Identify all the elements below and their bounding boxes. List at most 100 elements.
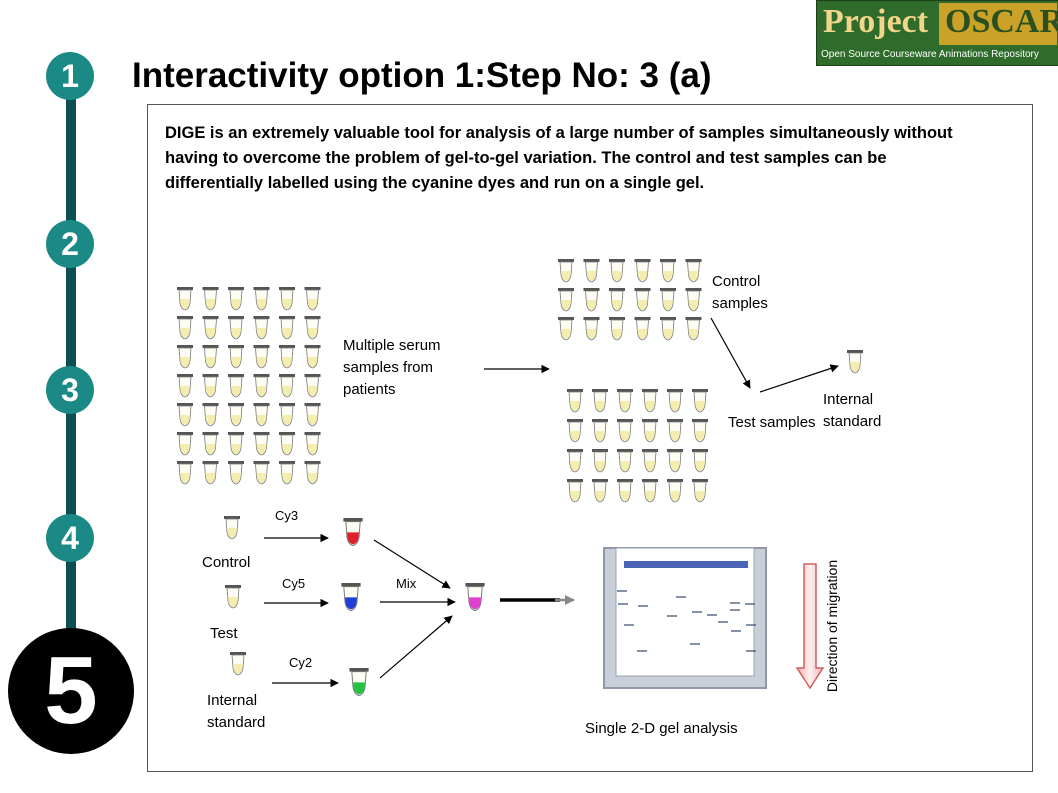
sample-tube <box>279 287 295 311</box>
internal-standard-tube <box>847 350 863 374</box>
cy5-labelled-tube <box>341 583 361 612</box>
control-tube <box>558 288 574 312</box>
sample-tube <box>279 461 295 485</box>
control-tube <box>685 259 702 283</box>
sample-tube <box>253 345 270 369</box>
step-4-button[interactable]: 4 <box>46 514 94 562</box>
control-tube <box>634 259 651 283</box>
control-tube <box>558 259 574 283</box>
mix-label: Mix <box>396 576 417 591</box>
sample-tube <box>279 432 295 456</box>
control-label: Control <box>202 554 251 571</box>
test-tube <box>667 419 683 443</box>
control-tube <box>685 288 702 312</box>
sample-tube <box>202 316 219 340</box>
page-title: Interactivity option 1:Step No: 3 (a) <box>132 56 712 95</box>
sample-tube <box>202 432 219 456</box>
patient-samples-grid <box>177 287 321 485</box>
sample-tube <box>253 432 270 456</box>
sample-tube <box>253 316 270 340</box>
sample-tube <box>253 287 270 311</box>
test-tube <box>692 479 708 503</box>
control-samples-grid <box>558 259 702 341</box>
sample-tube <box>228 287 244 311</box>
sample-tube <box>228 432 244 456</box>
gel-caption: Single 2-D gel analysis <box>585 720 738 737</box>
cy3-label: Cy3 <box>275 508 299 523</box>
migration-arrow-icon <box>795 563 825 690</box>
internal-standard-tube <box>230 652 246 676</box>
control-tube <box>583 288 600 312</box>
test-tube <box>692 419 708 443</box>
cy2-labelled-tube <box>349 668 369 697</box>
test-tube <box>642 479 658 503</box>
control-tube <box>660 317 676 341</box>
test-tube <box>642 389 658 413</box>
step-2-button[interactable]: 2 <box>46 220 94 268</box>
test-tube <box>692 449 708 473</box>
cy2-label: Cy2 <box>289 655 313 670</box>
sample-tube <box>304 403 321 427</box>
test-tube <box>617 449 633 473</box>
sample-tube <box>253 374 270 398</box>
step-1-button[interactable]: 1 <box>46 52 94 100</box>
step-3-button[interactable]: 3 <box>46 366 94 414</box>
test-tube <box>567 449 583 473</box>
test-tube <box>692 389 708 413</box>
sample-tube <box>304 287 321 311</box>
test-tube <box>667 389 683 413</box>
test-label: Test <box>210 625 238 642</box>
sample-tube <box>202 374 219 398</box>
control-tube <box>660 288 676 312</box>
sample-tube <box>279 403 295 427</box>
test-tube <box>592 389 608 413</box>
test-tube <box>642 419 658 443</box>
control-tube <box>609 288 625 312</box>
arrow-control-to-test <box>710 317 751 389</box>
cy5-label: Cy5 <box>282 576 306 591</box>
cy3-labelled-tube <box>343 518 363 547</box>
test-tube <box>667 449 683 473</box>
test-tube <box>225 585 241 609</box>
control-tube <box>660 259 676 283</box>
test-tube <box>617 389 633 413</box>
sample-tube <box>304 432 321 456</box>
sample-tube <box>228 461 244 485</box>
sample-tube <box>304 316 321 340</box>
logo-subtitle: Open Source Courseware Animations Reposi… <box>821 49 1039 60</box>
sample-tube <box>177 316 193 340</box>
labelled-tubes <box>224 350 863 697</box>
sample-tube <box>177 461 193 485</box>
sample-tube <box>279 345 295 369</box>
internal-standard-bottom-label: Internal standard <box>207 692 266 731</box>
control-tube <box>634 317 651 341</box>
control-tube <box>583 317 600 341</box>
control-samples-label: Control samples <box>712 273 768 312</box>
sample-tube <box>304 345 321 369</box>
sample-tube <box>177 403 193 427</box>
sample-tube <box>228 374 244 398</box>
control-tube <box>609 317 625 341</box>
sample-tube <box>202 345 219 369</box>
project-oscar-logo: Project OSCAR Open Source Courseware Ani… <box>816 0 1058 66</box>
arrow-cy3-to-mix <box>373 539 451 589</box>
control-tube <box>224 516 240 540</box>
sample-tube <box>177 287 193 311</box>
sample-tube <box>279 316 295 340</box>
test-tube <box>567 479 583 503</box>
sample-tube <box>228 403 244 427</box>
gel-tank <box>603 547 767 689</box>
sample-tube <box>202 287 219 311</box>
test-tube <box>567 389 583 413</box>
test-tube <box>592 449 608 473</box>
test-samples-grid <box>567 389 708 503</box>
test-samples-label: Test samples <box>728 414 816 431</box>
multiple-serum-label: Multiple serum samples from patients <box>343 337 441 398</box>
test-tube <box>617 479 633 503</box>
logo-word-project: Project <box>823 3 929 40</box>
test-tube <box>592 479 608 503</box>
sample-tube <box>177 345 193 369</box>
sample-tube <box>279 374 295 398</box>
step-5-current[interactable]: 5 <box>8 628 134 754</box>
